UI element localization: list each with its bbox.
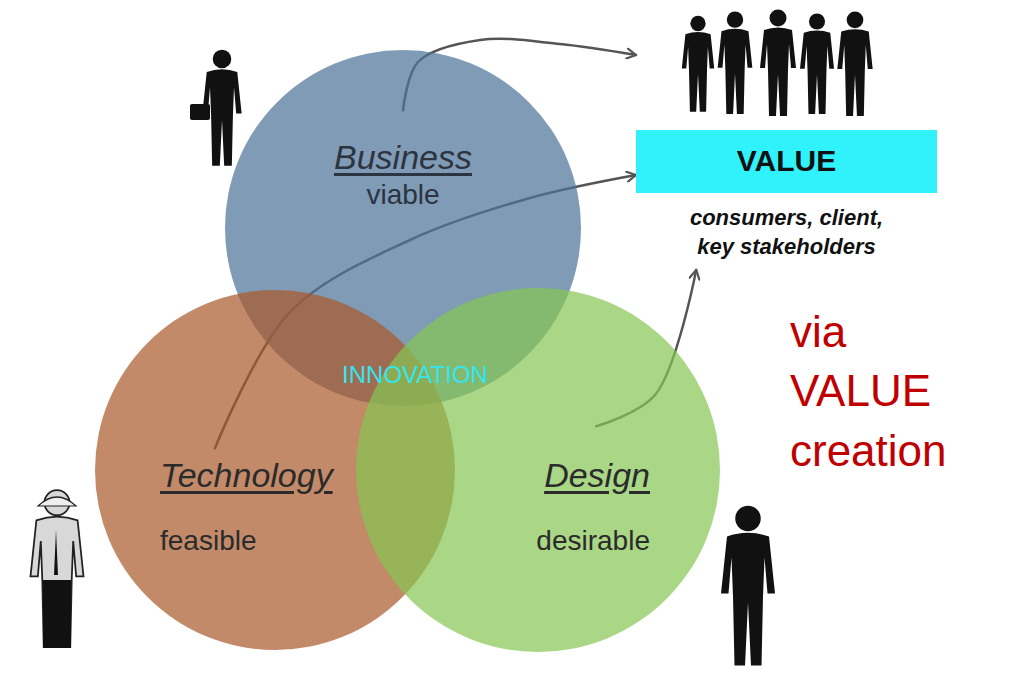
value-heading: VALUE bbox=[636, 130, 937, 193]
design-circle: Design desirable bbox=[356, 288, 720, 652]
center-label: INNOVATION bbox=[315, 361, 515, 390]
circle-title: Business bbox=[334, 138, 472, 177]
circle-text-block: Design desirable bbox=[536, 456, 650, 557]
spacer bbox=[636, 10, 937, 130]
circle-text-block: Technology feasible bbox=[160, 456, 333, 557]
designer-figure bbox=[721, 506, 775, 666]
circle-title: Technology bbox=[160, 456, 333, 495]
tagline: via VALUE creation bbox=[790, 302, 975, 480]
engineer-figure bbox=[30, 490, 83, 648]
circle-outline bbox=[356, 288, 720, 652]
businessman-figure bbox=[190, 50, 242, 166]
circle-subtitle: desirable bbox=[536, 525, 650, 557]
circle-subtitle: viable bbox=[366, 179, 439, 211]
circle-fill bbox=[356, 288, 720, 652]
circle-title: Design bbox=[544, 456, 650, 495]
value-box: VALUE consumers, client, key stakeholders bbox=[636, 10, 937, 262]
people-group bbox=[682, 10, 873, 117]
circle-subtitle: feasible bbox=[160, 525, 257, 557]
value-body: consumers, client, key stakeholders bbox=[674, 203, 899, 262]
circle-text-block: Businessviable bbox=[225, 138, 581, 211]
